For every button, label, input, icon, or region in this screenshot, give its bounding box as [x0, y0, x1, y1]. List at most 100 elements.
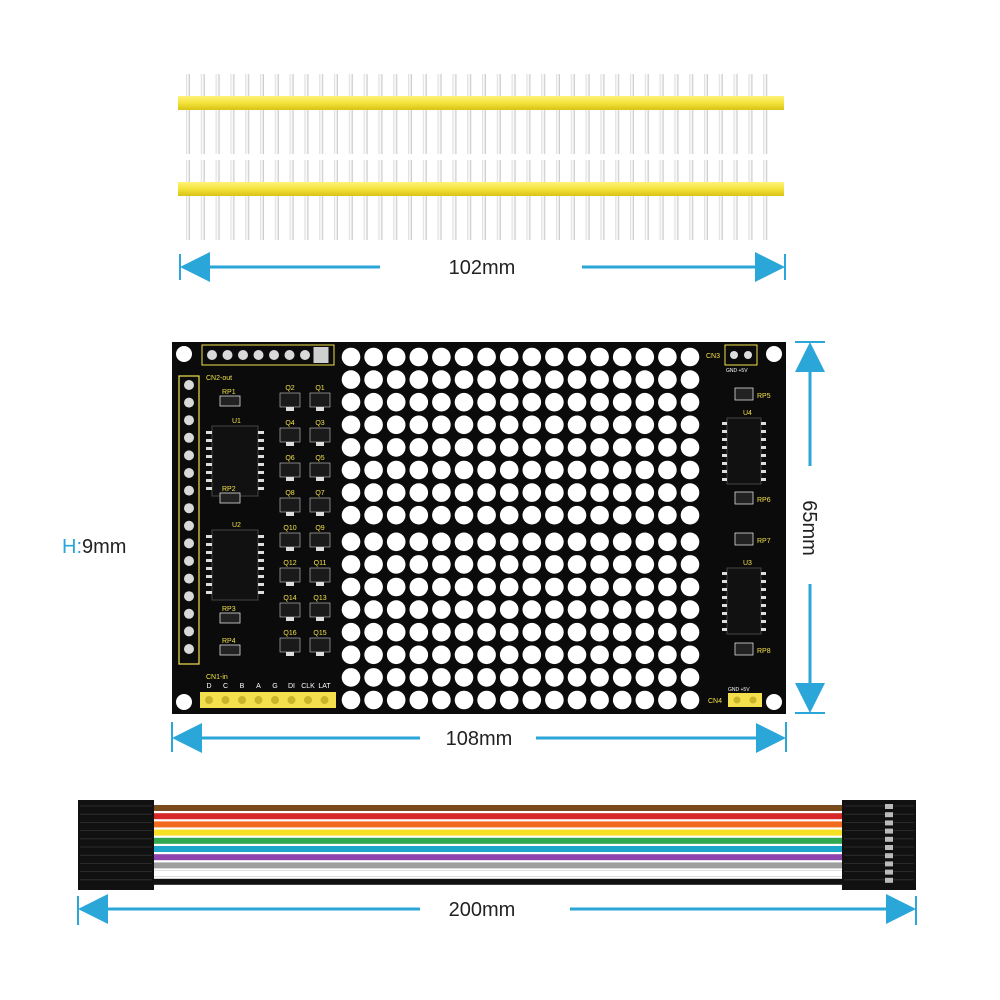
- led: [522, 415, 542, 435]
- led: [590, 483, 609, 502]
- led: [477, 483, 496, 502]
- header-pad: [184, 556, 194, 566]
- header-pad: [313, 347, 329, 363]
- led: [680, 347, 700, 367]
- cable-wire: [150, 829, 846, 836]
- led: [477, 668, 496, 687]
- led: [635, 645, 655, 665]
- led: [364, 370, 383, 389]
- header-pin: [733, 160, 738, 240]
- header-pad: [184, 415, 194, 426]
- led: [432, 483, 451, 502]
- led: [432, 645, 451, 665]
- led: [386, 415, 406, 435]
- header-pin: [482, 74, 486, 154]
- led: [454, 370, 474, 389]
- component-label: RP1: [222, 389, 236, 396]
- header-plastic-bar: [178, 182, 784, 196]
- led: [409, 415, 429, 435]
- led: [432, 622, 451, 642]
- led: [680, 505, 700, 525]
- resistor-pack: [734, 642, 754, 656]
- transistor-label: Q6: [285, 455, 294, 462]
- transistor: [279, 637, 301, 653]
- led: [680, 532, 700, 552]
- led: [590, 577, 609, 597]
- header-pin: [467, 74, 472, 154]
- led: [364, 668, 383, 687]
- pin-header-dimension: 102mm: [179, 252, 786, 282]
- transistor: [279, 427, 301, 443]
- led: [680, 690, 700, 710]
- header-pin: [467, 160, 472, 240]
- cable-connector-left: [78, 800, 154, 890]
- led: [612, 532, 632, 552]
- led: [522, 532, 542, 552]
- mounting-hole: [766, 694, 782, 710]
- led: [409, 555, 429, 574]
- led: [567, 392, 587, 412]
- led: [635, 347, 655, 367]
- cn3-label: CN3: [706, 353, 720, 360]
- led: [454, 415, 474, 435]
- led: [545, 392, 564, 412]
- led: [545, 668, 564, 687]
- led: [499, 347, 519, 367]
- led: [567, 555, 587, 574]
- led: [635, 668, 655, 687]
- header-pad: [304, 696, 312, 704]
- header-pin: [644, 74, 649, 154]
- header-pin: [348, 74, 353, 154]
- connector-pin: [885, 869, 893, 875]
- led: [680, 577, 700, 597]
- header-pin: [363, 160, 368, 240]
- transistor: [279, 392, 301, 408]
- ic-chip: [726, 567, 762, 635]
- header-pad: [221, 696, 230, 704]
- pin-header-length-label: 102mm: [449, 257, 516, 279]
- led: [590, 438, 609, 457]
- led: [386, 483, 406, 502]
- led: [364, 415, 383, 435]
- board-length-label: 108mm: [446, 728, 513, 750]
- led: [680, 370, 700, 389]
- led: [612, 645, 632, 665]
- transistor-label: Q14: [283, 595, 296, 602]
- led: [522, 370, 542, 389]
- ic-chip: [211, 529, 259, 601]
- cn4-power-label: GND +5V: [728, 687, 750, 693]
- led: [522, 622, 542, 642]
- header-pin: [452, 74, 457, 154]
- left-vertical-header: [178, 375, 200, 665]
- led: [386, 690, 406, 710]
- led: [364, 392, 383, 412]
- led: [658, 370, 677, 389]
- cable-wire: [150, 846, 846, 852]
- led: [635, 370, 655, 389]
- led: [590, 460, 609, 480]
- cn4-label: CN4: [708, 698, 722, 705]
- led: [522, 483, 542, 502]
- led: [545, 600, 564, 619]
- led: [567, 668, 587, 687]
- transistor: [309, 462, 331, 478]
- led: [477, 415, 496, 435]
- led: [567, 532, 587, 552]
- component-label: U1: [232, 418, 241, 425]
- led: [386, 555, 406, 574]
- header-pad: [184, 432, 194, 443]
- header-pin: [570, 74, 575, 154]
- connector-pin: [885, 853, 893, 859]
- cable-wire: [150, 813, 846, 820]
- led: [522, 505, 542, 525]
- header-pin: [689, 74, 694, 154]
- led: [680, 460, 700, 480]
- led: [409, 645, 429, 665]
- header-pad: [238, 696, 246, 704]
- resistor-pack: [734, 532, 754, 546]
- ic-chip: [726, 417, 762, 485]
- header-pin: [526, 74, 531, 154]
- header-pin: [334, 74, 338, 154]
- cable-wire: [150, 821, 846, 828]
